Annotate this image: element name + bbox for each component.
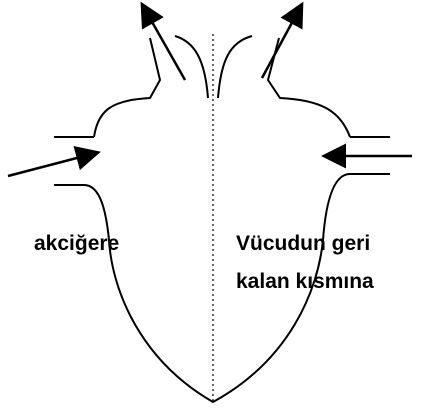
label-lungs: akciğere	[34, 233, 119, 254]
heart-body	[109, 240, 323, 402]
label-body-line1: Vücudun geri	[236, 233, 370, 254]
left-incoming-arrow	[8, 153, 96, 176]
right-stub-bottom	[323, 174, 390, 240]
right-upper-arrow	[262, 6, 301, 78]
right-vessel-inner	[218, 36, 252, 98]
left-upper-arrow	[143, 6, 185, 80]
label-body-line2: kalan kısmına	[236, 271, 374, 292]
right-vessel-outer	[268, 38, 350, 137]
left-vessel-inner	[175, 36, 208, 98]
left-vessel-outer	[94, 38, 160, 137]
